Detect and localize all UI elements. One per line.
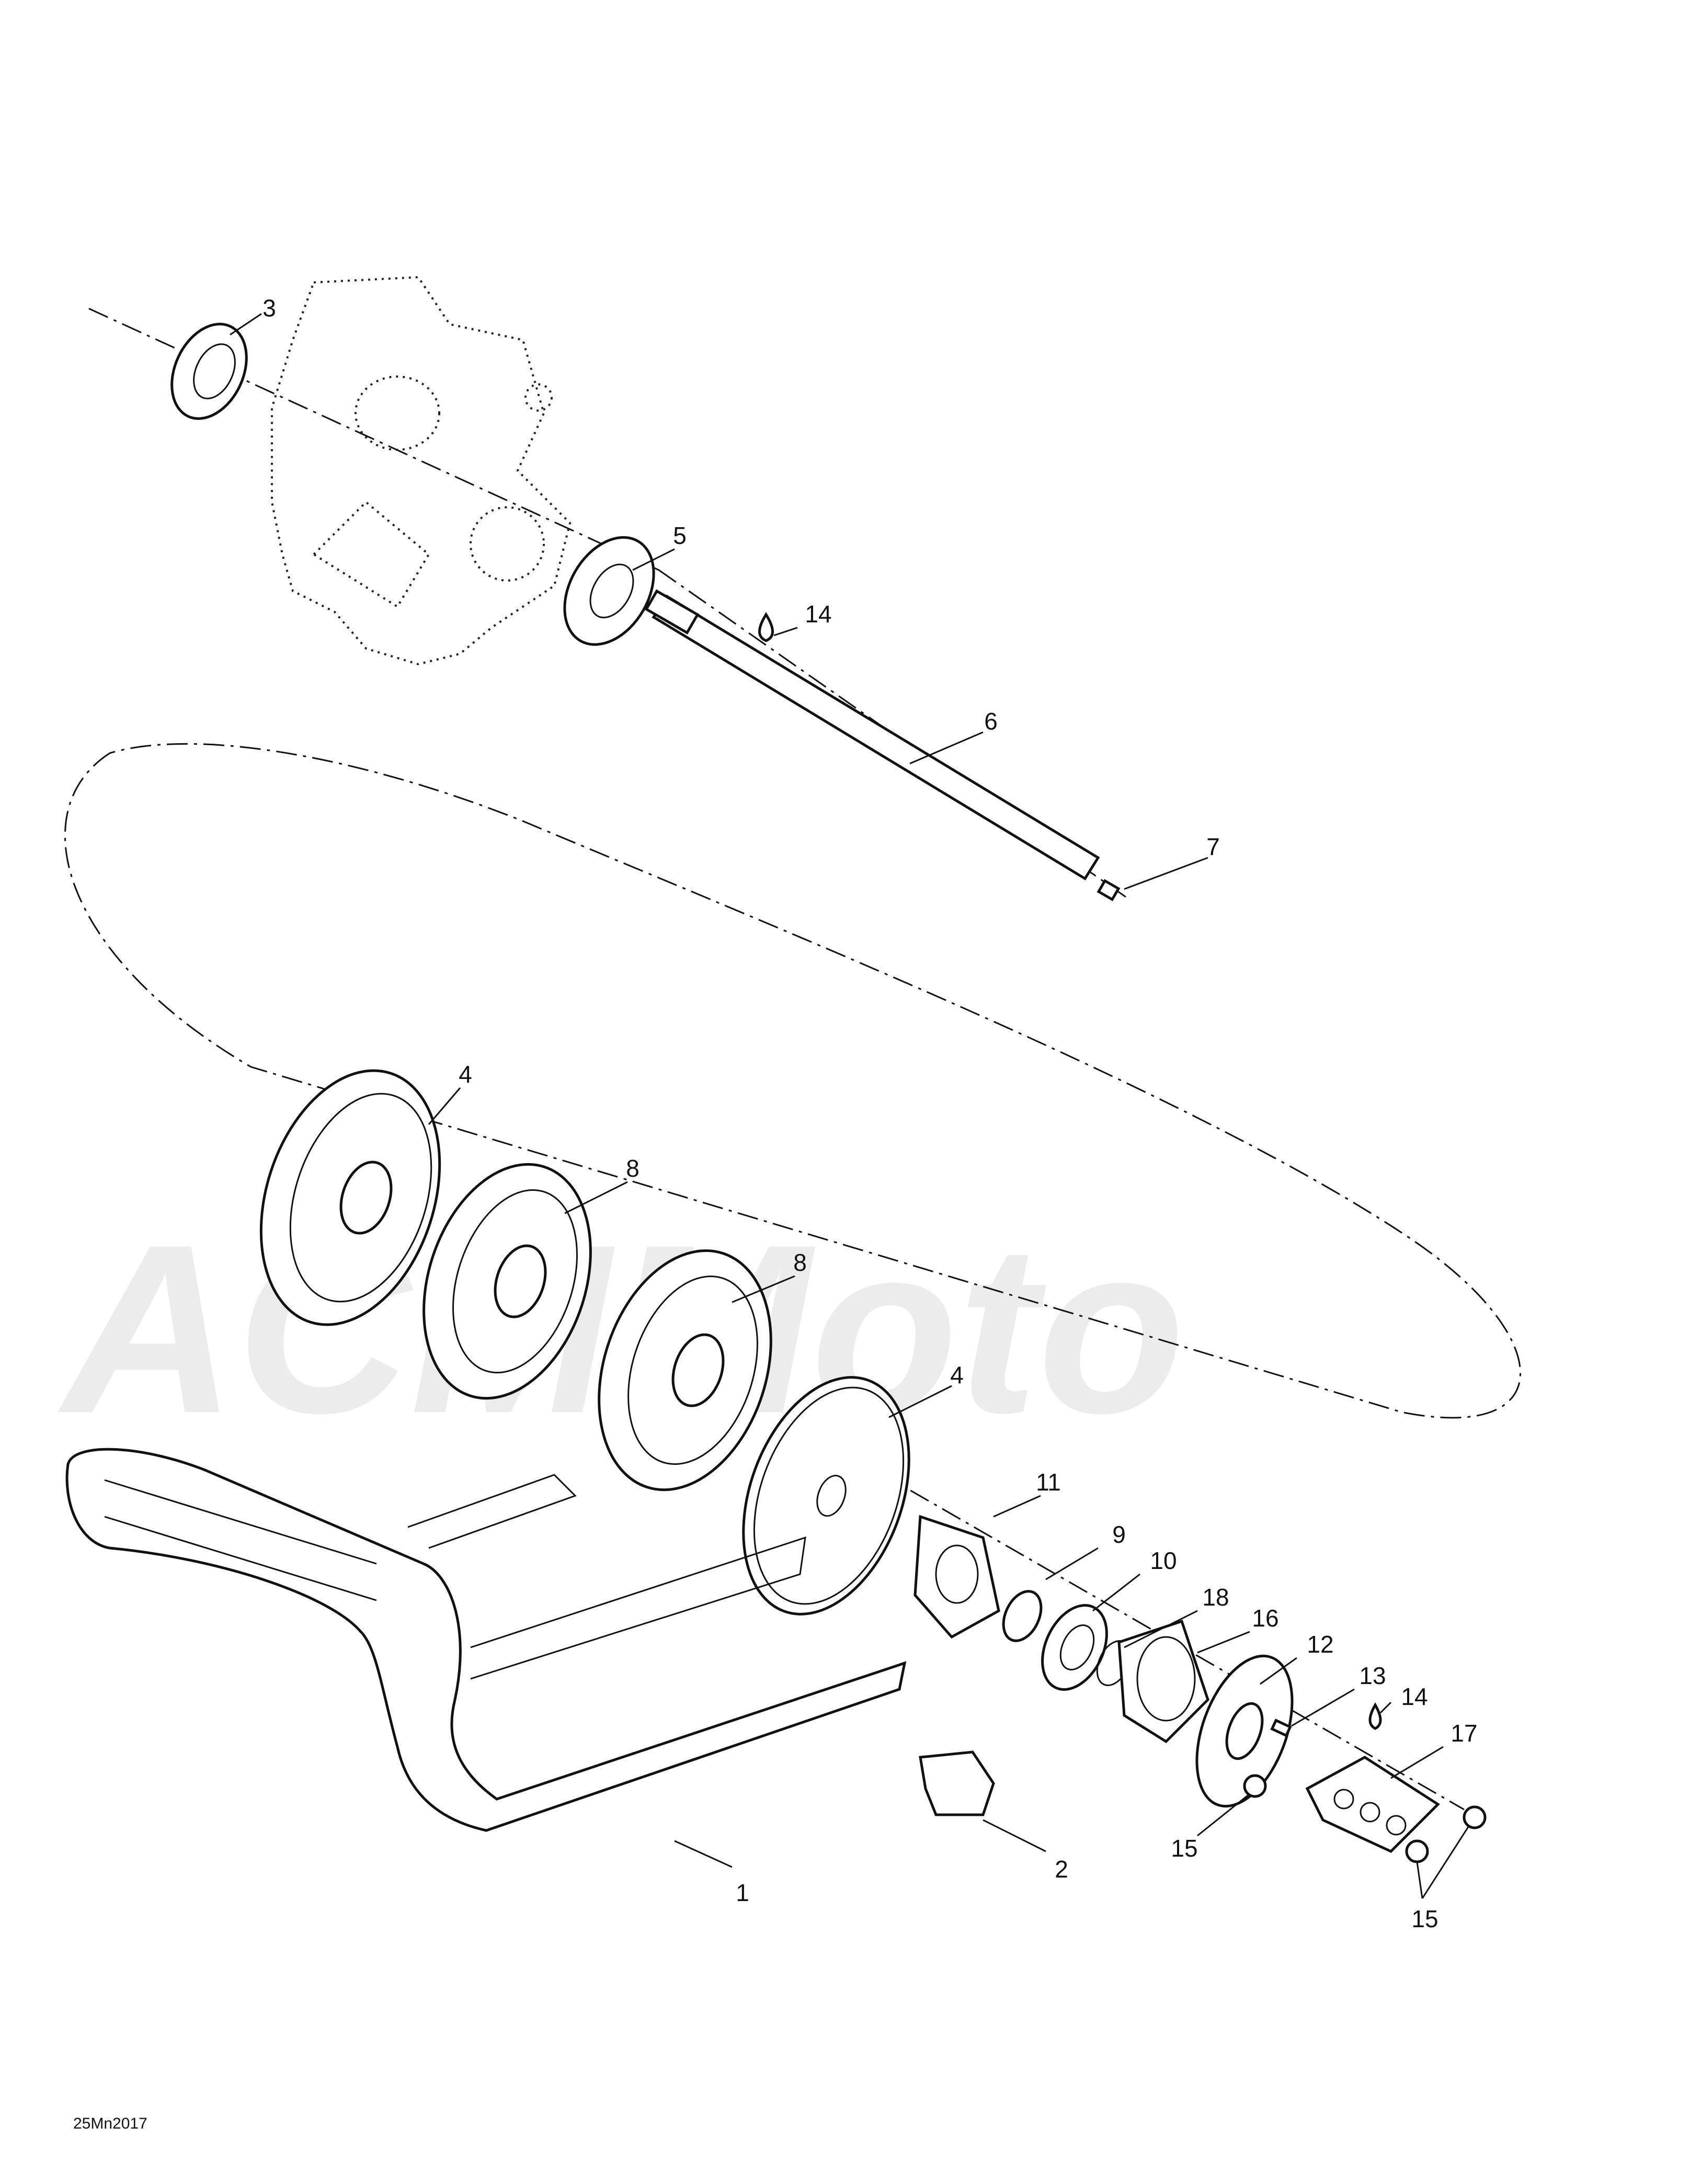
slider-clip-part-2 [919,1750,995,1816]
callout-4-right: 4 [950,1361,964,1389]
sprocket-part-8-right [598,1249,772,1492]
callout-15-right: 15 [1411,1905,1438,1932]
callout-15-left: 15 [1171,1835,1197,1862]
clip-part-7 [1097,879,1121,902]
bracket-part-17 [1305,1756,1440,1853]
grease-drop-part-14-lower [1368,1702,1382,1730]
callout-17: 17 [1451,1720,1477,1747]
screw-part-13 [1270,1719,1292,1737]
callout-8-right: 8 [793,1249,807,1276]
bearing-part-3 [170,323,248,420]
callout-6: 6 [984,708,998,735]
bearing-part-10 [1041,1604,1108,1691]
callout-5: 5 [673,522,687,549]
washer-part-9 [1002,1590,1043,1642]
track-path-outline [64,743,1521,1419]
callout-10: 10 [1150,1547,1177,1574]
callout-13: 13 [1359,1662,1386,1689]
wheel-part-4-right [742,1376,910,1616]
bearing-plate-part-11 [913,1515,1000,1639]
nut-part-15-c [1405,1839,1429,1863]
sprocket-part-8-middle [422,1163,592,1400]
callout-9: 9 [1112,1521,1126,1548]
callout-1: 1 [736,1879,749,1906]
callout-7: 7 [1206,833,1220,860]
callout-4-left: 4 [459,1061,472,1088]
nut-part-15-a [1243,1774,1267,1798]
callout-14-upper: 14 [805,600,831,628]
callout-2: 2 [1055,1856,1068,1883]
callout-3: 3 [262,294,276,322]
washer-part-5 [563,536,655,646]
drive-shaft-part-6 [644,589,1100,881]
callout-12: 12 [1307,1631,1333,1658]
sprocket-part-4-left [259,1069,441,1326]
end-cap-part-12 [1195,1654,1294,1808]
callout-18: 18 [1202,1584,1229,1611]
bearing-housing-part-16 [1117,1619,1209,1744]
reference-code: 25Mn2017 [73,2115,147,2132]
upper-axis-line [88,308,659,571]
callout-8-left: 8 [626,1155,640,1182]
nut-part-15-b [1463,1805,1487,1829]
grease-drop-part-14-upper [758,612,774,642]
callout-16: 16 [1252,1605,1278,1632]
callout-11: 11 [1036,1469,1061,1496]
lower-axis-line [847,1453,1465,1811]
chaincase-housing [271,276,572,666]
leader-lines [230,313,1470,1899]
callout-14-lower: 14 [1401,1683,1428,1710]
callout-labels: 1 2 3 4 4 5 6 7 8 8 9 10 11 12 13 14 14 … [262,294,1477,1932]
track-part-1 [65,1448,907,1832]
